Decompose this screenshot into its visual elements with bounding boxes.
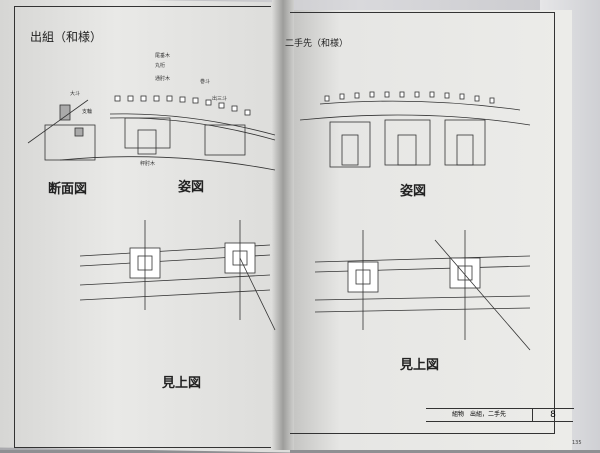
right-page-title: 二手先（和様） <box>285 39 349 49</box>
callout-label: 通肘木 <box>155 76 171 82</box>
left-elevation-label: 姿図 <box>178 180 205 195</box>
callout-label: 支輪 <box>82 109 93 115</box>
book-gutter <box>272 0 294 450</box>
callout-label: 丸桁 <box>155 63 166 69</box>
section-drawing-label: 断面図 <box>48 182 88 197</box>
right-plan-drawing <box>314 230 531 351</box>
left-plan-drawing <box>79 220 276 331</box>
callout-label: 秤肘木 <box>140 161 156 167</box>
callout-label: 出三斗 <box>212 96 228 102</box>
left-page-frame <box>14 6 271 448</box>
callout-label: 大斗 <box>70 91 81 97</box>
callout-label: 巻斗 <box>200 79 211 85</box>
right-page <box>282 10 572 450</box>
right-plan-label: 見上図 <box>400 358 440 373</box>
left-elevation-drawing <box>27 95 276 171</box>
right-page-frame <box>290 12 555 434</box>
title-block-sheet-number: 8 <box>533 409 573 422</box>
left-plan-label: 見上図 <box>162 376 202 391</box>
right-elevation-label: 姿図 <box>400 184 427 199</box>
left-page-title: 出組（和様） <box>30 30 103 44</box>
title-block: 組物 出組，二手先 8 <box>426 408 574 433</box>
callout-label: 尾垂木 <box>155 53 171 59</box>
page-number: 135 <box>572 440 582 446</box>
title-block-subject: 組物 出組，二手先 <box>426 409 533 422</box>
right-elevation-drawing <box>299 91 531 168</box>
